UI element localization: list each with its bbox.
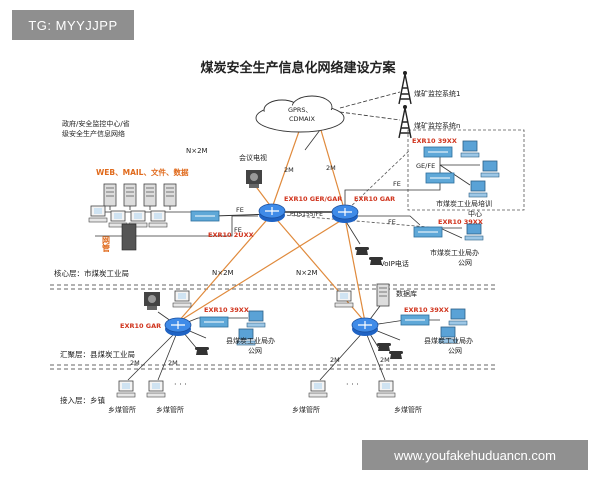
conv-layer-label: 汇聚层：县煤炭工业局: [60, 349, 135, 359]
fe-label: FE: [236, 206, 244, 214]
phone-icon: [355, 247, 369, 255]
exr-39xx-label: EXR10 39XX: [404, 306, 449, 314]
core-router-label: EXR10 GER/GAR: [284, 195, 342, 203]
phone-icon: [195, 347, 209, 355]
more-dots: · · ·: [346, 380, 359, 389]
computer-icon: [464, 223, 484, 241]
services-label: WEB、MAIL、文件、数据: [96, 167, 189, 177]
video-camera-icon: [246, 170, 262, 188]
workstation-icon: [172, 290, 192, 308]
server-icon: [103, 183, 117, 207]
gov-center-label-2: 级安全生产信息网络: [62, 129, 125, 138]
antenna-tower-icon: [398, 70, 412, 105]
antenna-tower-icon: [398, 104, 412, 139]
computer-icon: [468, 180, 488, 198]
gar-router-label: EXR10 GAR: [354, 195, 395, 203]
server-icon: [163, 183, 177, 207]
computer-icon: [246, 310, 266, 328]
county-office-label-2: 公网: [448, 347, 462, 355]
watermark-badge: www.youfakehuduancn.com: [362, 440, 588, 470]
netmgmt-label: 网管: [102, 236, 111, 253]
server-icon: [143, 183, 157, 207]
bandwidth-label-left: N×2M: [212, 269, 234, 277]
training-center-label-2: 中心: [468, 209, 482, 218]
exr-39xx-label: EXR10 39XX: [412, 137, 457, 145]
gar-router-label: EXR10 GAR: [120, 322, 161, 330]
monitor-system-1-label: 煤矿监控系统1: [414, 89, 460, 98]
tg-badge: TG: MYYJJPP: [12, 10, 134, 40]
server-icon: [123, 183, 137, 207]
workstation-icon: [146, 380, 166, 398]
voip-label: VoIP电话: [380, 259, 409, 268]
fe-label: FE: [234, 226, 242, 234]
link-2m-label: 2M: [326, 164, 336, 172]
mine-monitor-box: [407, 129, 525, 211]
diagram-title: 煤炭安全生产信息化网络建设方案: [200, 60, 396, 76]
switch-icon: [190, 210, 220, 222]
rack-server-icon: [121, 223, 137, 251]
core-router-icon: [258, 203, 286, 223]
city-office-label-2: 公网: [458, 259, 472, 267]
bandwidth-label-right: N×2M: [296, 269, 318, 277]
conf-tv-label: 会议电视: [239, 153, 267, 162]
more-dots: · · ·: [174, 380, 187, 389]
monitor-system-n-label: 煤矿监控系统n: [414, 121, 460, 130]
database-server-icon: [376, 283, 390, 307]
mine-office-label: 乡煤管所: [156, 405, 184, 414]
switch-icon: [199, 316, 229, 328]
fe-label: FE: [393, 180, 401, 188]
cloud-label-gprs: GPRS、: [288, 106, 312, 114]
cloud-icon: [255, 95, 345, 133]
access-layer-label: 接入层：乡镇: [60, 395, 105, 405]
switch-icon: [400, 314, 430, 326]
phone-icon: [377, 343, 391, 351]
mine-office-label: 乡煤管所: [108, 405, 136, 414]
switch-icon: [413, 226, 443, 238]
cloud-label-cdma: CDMAIX: [289, 115, 316, 123]
workstation-icon: [148, 210, 168, 228]
workstation-icon: [334, 290, 354, 308]
county-office-label-1: 县煤炭工业局办: [424, 336, 473, 345]
service-servers: [88, 183, 177, 251]
phone-icon: [389, 351, 403, 359]
mine-office-label: 乡煤管所: [394, 405, 422, 414]
fe-label: FE: [388, 218, 396, 226]
pos-link-label: POS155/FE: [290, 211, 323, 218]
bandwidth-label-top: N×2M: [186, 147, 208, 155]
core-router-icon: [331, 204, 359, 224]
link-2m-label: 2M: [130, 359, 140, 367]
gov-center-label-1: 政府/安全监控中心/省: [62, 119, 130, 128]
training-center-label-1: 市煤炭工业局培训: [436, 199, 492, 208]
computer-icon: [448, 308, 468, 326]
county-router-icon: [351, 317, 379, 337]
link-2m-label: 2M: [168, 359, 178, 367]
workstation-icon: [308, 380, 328, 398]
link-2m-label: 2M: [284, 166, 294, 174]
county-router-icon: [164, 317, 192, 337]
county-office-label-1: 县煤炭工业局办: [226, 336, 275, 345]
exr-2uxx-label: EXR10 2UXX: [208, 231, 254, 239]
core-layer-label: 核心层：市煤炭工业局: [54, 268, 129, 278]
link-2m-label: 2M: [330, 356, 340, 364]
computer-icon: [460, 140, 480, 158]
mine-office-label: 乡煤管所: [292, 405, 320, 414]
workstation-icon: [116, 380, 136, 398]
exr-39xx-label: EXR10 39XX: [204, 306, 249, 314]
exr-39xx-label: EXR10 39XX: [438, 218, 483, 226]
switch-icon: [423, 146, 453, 158]
switch-icon: [425, 172, 455, 184]
ge-fe-label: GE/FE: [416, 162, 435, 170]
city-office-label-1: 市煤炭工业局办: [430, 248, 479, 257]
workstation-icon: [376, 380, 396, 398]
video-camera-icon: [144, 292, 160, 310]
county-office-label-2: 公网: [248, 347, 262, 355]
workstation-icon: [88, 205, 108, 223]
layer-separators: [50, 284, 498, 370]
link-2m-label: 2M: [380, 356, 390, 364]
computer-icon: [480, 160, 500, 178]
database-label: 数据库: [396, 289, 417, 298]
